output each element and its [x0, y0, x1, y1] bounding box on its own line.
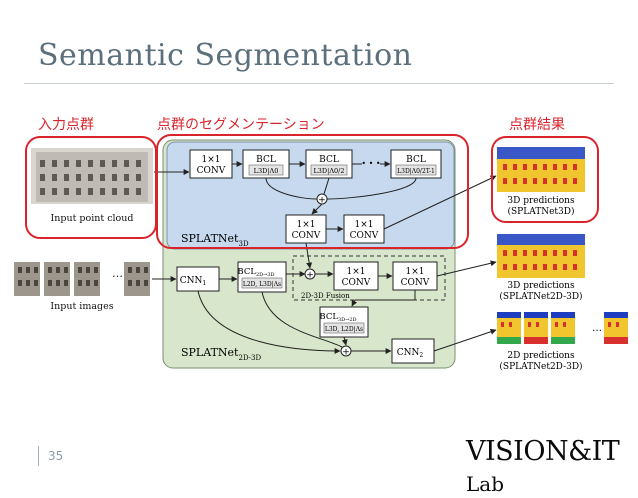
- input-point-cloud-image: [31, 148, 153, 204]
- bcl-2-sub: L3D|Λ0/2: [313, 167, 344, 175]
- pred-3d-splatnet3d-image: [497, 147, 585, 192]
- conv-1x1-mid-b: [343, 214, 385, 244]
- svg-text:1×1: 1×1: [297, 220, 316, 230]
- conv-1x1-fusion-a: [333, 261, 379, 291]
- svg-text:1×1: 1×1: [347, 267, 366, 277]
- svg-text:2D predictions: 2D predictions: [507, 351, 575, 361]
- fusion-label: 2D-3D Fusion: [301, 292, 350, 300]
- cnn1-block: [176, 266, 220, 292]
- highlight-splatnet: [156, 134, 469, 249]
- svg-text:1×1: 1×1: [406, 267, 425, 277]
- svg-text:L2D, L3D|Λs: L2D, L3D|Λs: [243, 281, 281, 288]
- conv-1x1-label: 1×1: [202, 155, 221, 165]
- conv-1x1-fusion-b: [392, 261, 438, 291]
- splatnet-diagram: Input point cloud … Input images 1×1 CON…: [14, 134, 628, 372]
- pred-2d-images: [497, 312, 628, 344]
- svg-text:BCL2D→3D: BCL2D→3D: [237, 267, 274, 278]
- svg-text:CONV: CONV: [350, 231, 379, 241]
- svg-text:+: +: [318, 196, 326, 206]
- highlight-results: [491, 136, 599, 223]
- splatnet2d3d-label: SPLATNet2D-3D: [181, 346, 261, 362]
- vision-it-lab-logo: VISION&IT Lab: [466, 436, 620, 496]
- input-point-cloud-caption: Input point cloud: [51, 213, 134, 224]
- page-number-bar: [38, 446, 39, 466]
- pred-3d-splatnet2d3d-image: [497, 234, 585, 278]
- slide-title: Semantic Segmentation: [38, 38, 413, 73]
- bcl-1-sub: L3D|Λ0: [254, 167, 279, 175]
- svg-text:CONV: CONV: [342, 278, 371, 288]
- svg-text:L3D, L2D|Λs: L3D, L2D|Λs: [325, 326, 363, 333]
- bcl-ellipsis: • • •: [361, 159, 380, 168]
- splatnet3d-label: SPLATNet3D: [181, 232, 249, 248]
- label-splatnet-segmentation: 点群のセグメンテーション: [157, 117, 325, 133]
- svg-text:(SPLATNet3D): (SPLATNet3D): [508, 206, 575, 217]
- label-results: 点群結果: [509, 117, 565, 133]
- svg-text:+: +: [306, 271, 314, 281]
- svg-text:BCL3D→2D: BCL3D→2D: [319, 312, 356, 323]
- svg-text:1×1: 1×1: [355, 220, 374, 230]
- svg-text:+: +: [342, 348, 350, 358]
- svg-text:3D predictions: 3D predictions: [507, 196, 575, 206]
- svg-text:(SPLATNet2D-3D): (SPLATNet2D-3D): [499, 291, 582, 302]
- svg-text:(SPLATNet2D-3D): (SPLATNet2D-3D): [499, 361, 582, 372]
- svg-text:CNN2: CNN2: [397, 348, 424, 359]
- svg-text:3D predictions: 3D predictions: [507, 281, 575, 291]
- svg-text:CONV: CONV: [292, 231, 321, 241]
- svg-text:CNN1: CNN1: [180, 276, 206, 287]
- label-input-point-cloud: 入力点群: [38, 117, 94, 133]
- input-images-caption: Input images: [50, 301, 113, 312]
- bcl-2-name: BCL: [319, 155, 339, 165]
- bcl-1-name: BCL: [256, 155, 276, 165]
- bcl-3-name: BCL: [406, 155, 426, 165]
- conv-label: CONV: [197, 166, 226, 176]
- svg-text:CONV: CONV: [401, 278, 430, 288]
- input-images: [14, 262, 150, 296]
- images-ellipsis: …: [112, 267, 123, 280]
- pred-ellipsis: …: [592, 323, 602, 334]
- bcl-3-sub: L3D|Λ0/2T-1: [397, 168, 435, 175]
- page-number: 35: [48, 449, 64, 463]
- title-divider: [24, 83, 614, 84]
